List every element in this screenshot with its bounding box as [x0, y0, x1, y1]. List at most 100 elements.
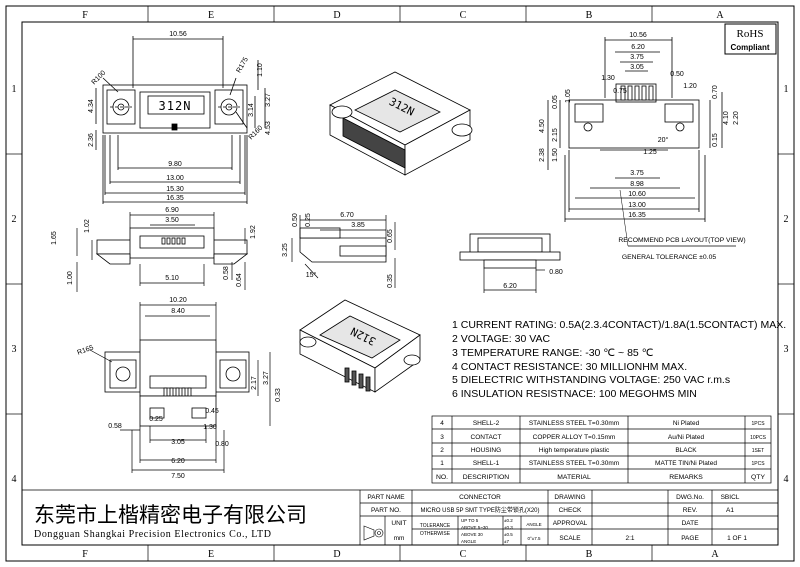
front-dim-1-02: 1.02 — [84, 219, 91, 233]
projection-symbol-icon — [363, 525, 384, 541]
pcb-dim-4-50: 4.50 — [539, 119, 546, 133]
pcb-dim-2-38: 2.38 — [539, 148, 546, 162]
pcb-dim-10-56: 10.56 — [629, 32, 647, 39]
company-name-en: Dongguan Shangkai Precision Electronics … — [34, 529, 272, 540]
pcb-dim-b13-00: 13.00 — [628, 202, 646, 209]
note-3: 3 TEMPERATURE RANGE: -30 ℃ ~ 85 ℃ — [452, 347, 654, 359]
end-dim-6-20: 6.20 — [503, 283, 517, 290]
zone-left-2: 2 — [12, 214, 17, 225]
end-dim-0-80: 0.80 — [549, 269, 563, 276]
bom-row4-material: STAINLESS STEEL T=0.30mm — [529, 420, 619, 427]
tb-check-label: CHECK — [559, 507, 582, 514]
pcb-dim-2-15: 2.15 — [552, 128, 559, 142]
bottom-dim-7-50: 7.50 — [171, 473, 185, 480]
note-2: 2 VOLTAGE: 30 VAC — [452, 333, 550, 345]
top-dim-3-14: 3.14 — [248, 103, 255, 117]
bom-row1-desc: SHELL-1 — [473, 460, 500, 467]
bottom-dim-3-27: 3.27 — [263, 371, 270, 385]
top-dim-13-00: 13.00 — [166, 175, 184, 182]
tb-date-label: DATE — [682, 520, 700, 527]
tb-dwg-no: SBICL — [721, 494, 740, 501]
bottom-dim-0-45: 0.45 — [205, 408, 219, 415]
top-dim-9-80: 9.80 — [168, 161, 182, 168]
pcb-dim-4-10: 4.10 — [723, 111, 730, 125]
front-dim-1-00: 1.00 — [67, 271, 74, 285]
pcb-dim-0-05: 0.05 — [552, 95, 559, 109]
zone-bottom-c: C — [460, 549, 467, 560]
top-dim-3-27: 3.27 — [265, 93, 272, 107]
rohs-title: RoHS — [737, 28, 764, 40]
specification-notes: 1 CURRENT RATING: 0.5A(2.3.4CONTACT)/1.8… — [452, 319, 786, 400]
bom-row3-remarks: Au/Ni Plated — [668, 434, 705, 441]
bottom-dim-8-40: 8.40 — [171, 308, 185, 315]
top-mark-312n: 312N — [159, 99, 192, 113]
note-5: 5 DIELECTRIC WITHSTANDING VOLTAGE: 250 V… — [452, 374, 730, 386]
side-dim-angle: 15° — [306, 271, 317, 279]
zone-right-2: 2 — [784, 214, 789, 225]
pcb-dim-1-25: 1.25 — [643, 149, 657, 156]
tb-part-no-label: PART NO. — [371, 507, 401, 514]
pcb-dim-angle: 20° — [658, 136, 669, 144]
pcb-dim-3-75: 3.75 — [630, 54, 644, 61]
tb-scale-label: SCALE — [559, 535, 581, 542]
side-dim-3-25: 3.25 — [282, 243, 289, 257]
front-dim-0-64: 0.64 — [236, 273, 243, 287]
rohs-subtitle: Compliant — [730, 43, 769, 52]
bottom-dim-1-30: 1.30 — [203, 424, 217, 431]
pcb-dim-3-05: 3.05 — [630, 64, 644, 71]
side-dim-3-85: 3.85 — [351, 222, 365, 229]
top-dim-16-35: 16.35 — [166, 195, 184, 202]
pcb-layout-title: RECOMMEND PCB LAYOUT(TOP VIEW) — [618, 237, 745, 244]
bom-header-remarks: REMARKS — [669, 474, 703, 481]
tb-unit: mm — [394, 535, 405, 542]
bom-row2-desc: HOUSING — [471, 447, 501, 454]
bottom-dim-0-58: 0.58 — [108, 423, 122, 430]
front-dim-1-65: 1.65 — [51, 231, 58, 245]
front-view — [95, 227, 249, 265]
front-dim-5-10: 5.10 — [165, 275, 179, 282]
zone-bottom-a: A — [711, 549, 719, 560]
zone-right-4: 4 — [784, 474, 789, 485]
zone-bottom-d: D — [333, 549, 340, 560]
bom-row1-qty: 1PCS — [751, 461, 765, 467]
front-dim-0-58: 0.58 — [223, 266, 230, 280]
top-dim-1-10: 1.10 — [257, 63, 264, 77]
side-dim-0-25: 0.25 — [305, 213, 312, 227]
bottom-view — [104, 339, 250, 427]
tb-tol-r2: ABOVE 5~30 — [461, 525, 488, 530]
pcb-layout-view — [547, 37, 723, 222]
tb-part-name: CONNECTOR — [459, 494, 501, 501]
top-dim-4-34: 4.34 — [88, 99, 95, 113]
pcb-dim-1-30: 1.30 — [601, 75, 615, 82]
zone-top-d: D — [333, 10, 340, 21]
bottom-dim-2-17: 2.17 — [251, 376, 258, 390]
zone-bottom-b: B — [586, 549, 593, 560]
top-dim-2-36: 2.36 — [88, 133, 95, 147]
bom-row4-no: 4 — [440, 420, 444, 427]
side-dim-0-50: 0.50 — [292, 213, 299, 227]
tb-tolerance-label: TOLERANCE — [420, 523, 451, 529]
title-block-grid — [22, 489, 778, 545]
tb-tol-r2-value: ±0.3 — [504, 525, 513, 530]
tb-tol-r1-value: ±0.2 — [504, 518, 513, 523]
bom-row3-desc: CONTACT — [471, 434, 502, 441]
pcb-tolerance-note: GENERAL TOLERANCE ±0.05 — [622, 254, 716, 261]
tb-angle2-value: 0°±7.5 — [527, 536, 541, 541]
bom-header-qty: QTY — [751, 474, 765, 481]
tb-scale-value: 2:1 — [625, 535, 634, 542]
pcb-dim-1-20: 1.20 — [683, 83, 697, 90]
zone-right-1: 1 — [784, 84, 789, 95]
side-dim-0-65: 0.65 — [387, 229, 394, 243]
bottom-dim-0-80: 0.80 — [215, 441, 229, 448]
bom-row4-qty: 1PCS — [751, 421, 765, 427]
bom-header-material: MATERIAL — [557, 474, 591, 481]
side-dim-6-70: 6.70 — [340, 212, 354, 219]
bom-row4-remarks: Ni Plated — [673, 420, 700, 427]
tb-unit-label: UNIT — [391, 520, 406, 527]
rohs-badge: RoHS Compliant — [724, 23, 777, 55]
bom-header-no: NO. — [436, 474, 448, 481]
tb-tol-r3: ABOVE 30 — [461, 532, 483, 537]
top-view — [95, 36, 266, 204]
tb-drawing-label: DRAWING — [554, 494, 585, 501]
